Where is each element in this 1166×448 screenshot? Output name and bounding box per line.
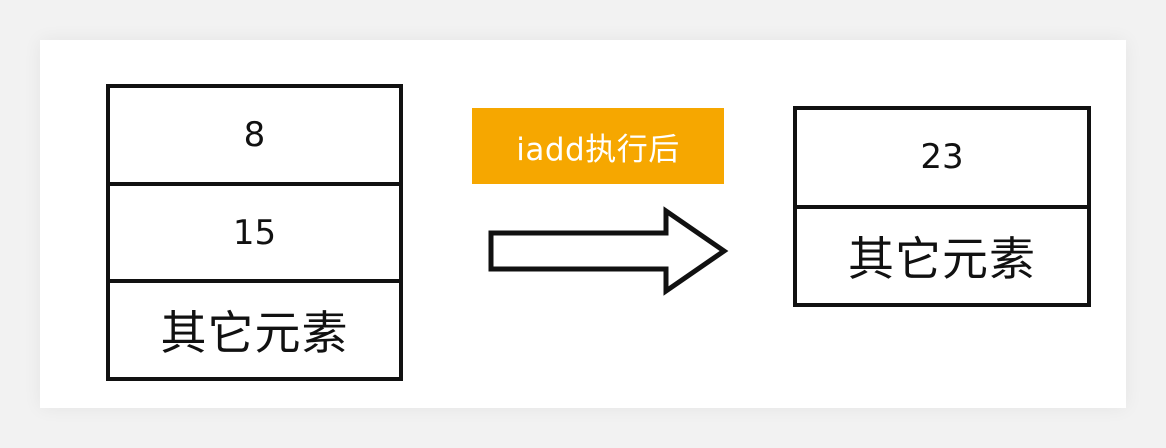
stack-cell-other-elements: 其它元素 xyxy=(110,279,399,377)
stack-cell-other-elements: 其它元素 xyxy=(797,204,1087,304)
operand-stack-after: 23 其它元素 xyxy=(793,106,1091,307)
diagram-canvas: 8 15 其它元素 iadd执行后 23 其它元素 xyxy=(40,40,1126,408)
operation-label-text: iadd执行后 xyxy=(516,131,680,168)
stack-cell-result-value: 23 xyxy=(920,137,964,178)
operation-label: iadd执行后 xyxy=(472,108,724,184)
right-arrow-icon xyxy=(488,206,729,296)
stack-cell-top-value: 8 xyxy=(243,114,266,155)
stack-cell-second-value: 15 xyxy=(110,181,399,280)
operand-stack-before: 8 15 其它元素 xyxy=(106,84,403,381)
